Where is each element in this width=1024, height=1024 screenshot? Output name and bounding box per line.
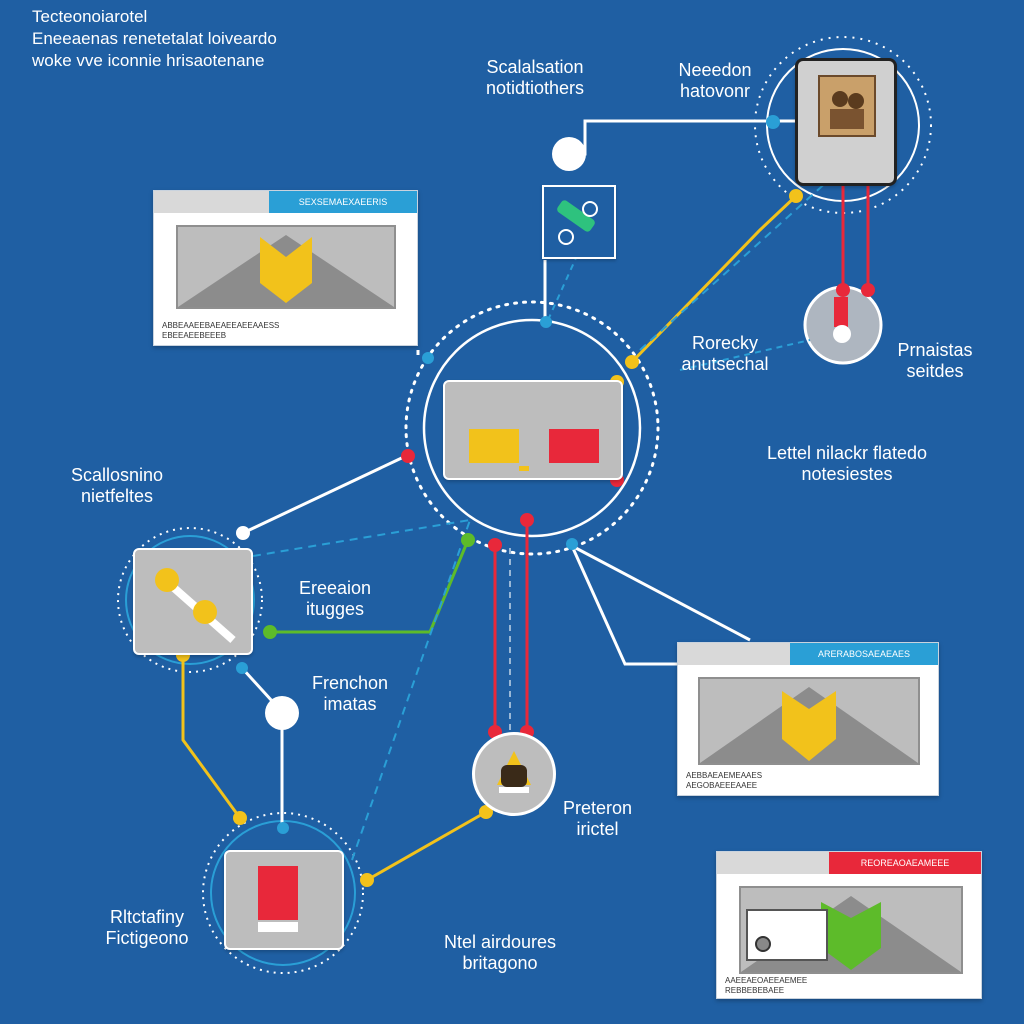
hub-outer-dotted-ring [404,300,660,556]
junction-yellow [625,355,639,369]
junction-green [263,625,277,639]
wire-top-circle [569,119,800,156]
connector-icon[interactable] [542,185,616,259]
junction-cyan [766,115,780,129]
wire-right-card [570,545,680,666]
diagram-subtitle-line1: Eneeaenas renetetalat loiveardo [32,29,277,48]
left-node-panel[interactable] [133,548,253,655]
junction-yellow [233,811,247,825]
hub-panel-icon[interactable] [443,380,623,480]
hub-yellow-block [469,429,519,463]
junction-cyan [277,822,289,834]
mid-white-node [265,696,299,730]
wire-dashed-1 [252,519,471,557]
image-icon [739,886,963,974]
junction-red [401,449,415,463]
card-right[interactable]: ARERABOSAEAEAES AEBBAEAEMEAAES AEGOBAEEE… [677,642,939,796]
junction-red [520,513,534,527]
junction-cyan [422,352,434,364]
pin-icon [834,297,848,327]
junction-cyan [566,538,578,550]
label-bottom-mid: Preteron irictel [562,798,633,839]
label-mid-right-b: Prnaistas seitdes [897,340,973,381]
label-left-b: Ereeaion itugges [298,578,372,619]
wire-hub-to-left [242,453,409,535]
wire-dashed-3 [351,519,471,861]
hub-inner-ring [422,318,642,538]
link-icon [155,568,236,643]
left-node-ring [117,527,263,673]
label-top-right: Neeedon hatovonr [678,60,752,101]
label-bottom-left: Rltctafiny Fictigeono [105,907,189,948]
card-top-left[interactable]: SEXSEMAEXAEERIS ABBEAAEEBAEAEEAEEAAESS E… [153,190,418,346]
diagram-subtitle-line2: woke vve iconnie hrisaotenane [32,51,265,70]
junction-red [861,283,875,297]
card-bottom-right[interactable]: REOREAOAEAMEEE AAEEAEOAEEAEMEE REBBEBEBA… [716,851,982,999]
image-icon [698,677,920,765]
top-white-node [552,137,586,171]
junction-cyan [236,662,248,674]
wire-yellow-bottom [366,810,487,882]
label-top-center: Scalalsation notidtiothers [485,57,585,98]
junction-cyan [540,316,552,328]
photo-device[interactable] [795,58,897,186]
document-icon[interactable] [224,850,344,950]
person-icon [497,751,531,793]
card-top-left-caption: ABBEAAEEBAEAEEAEEAAESS EBEEAEEBEEEB [162,321,280,340]
wire-dashed-4 [547,257,577,321]
photo-node-dotted-ring [754,36,932,214]
hub-red-block [549,429,599,463]
label-mid-right-a: Rorecky anutsechal [681,333,769,374]
diagram-title: Tecteonoiarotel [32,7,148,26]
wire-green [270,539,470,634]
left-white-node [236,526,250,540]
junction-green [461,533,475,547]
label-left-a: Scallosnino nietfeltes [70,465,164,506]
junction-red [836,283,850,297]
left-node-ring-inner [125,535,255,665]
wire-dashed-2 [639,169,841,351]
label-left-c: Frenchon imatas [311,673,389,714]
bottom-left-node-ring [202,812,364,974]
card-bottom-right-caption: AAEEAEOAEEAEMEE REBBEBEBAEE [725,976,808,995]
wire-yellow-left [181,655,242,819]
wire-dashed-5 [679,339,811,371]
avatar-node[interactable] [472,732,556,816]
card-bottom-right-header: REOREAOAEAMEEE [829,852,981,874]
card-right-header: ARERABOSAEAEAES [790,643,938,665]
wire-hub-to-right-card [571,544,751,642]
wire-left-to-lower [240,666,284,830]
photo-icon [818,75,876,137]
label-right-center: Lettel nilackr flatedo notesiestes [766,443,928,484]
junction-yellow [360,873,374,887]
label-bottom-center: Ntel airdoures britagono [443,932,557,973]
card-top-left-header: SEXSEMAEXAEERIS [269,191,417,213]
pin-icon-head [833,325,851,343]
junction-red [488,538,502,552]
junction-yellow [789,189,803,203]
card-right-caption: AEBBAEAEMEAAES AEGOBAEEEAAEE [686,771,763,790]
image-icon [176,225,396,309]
